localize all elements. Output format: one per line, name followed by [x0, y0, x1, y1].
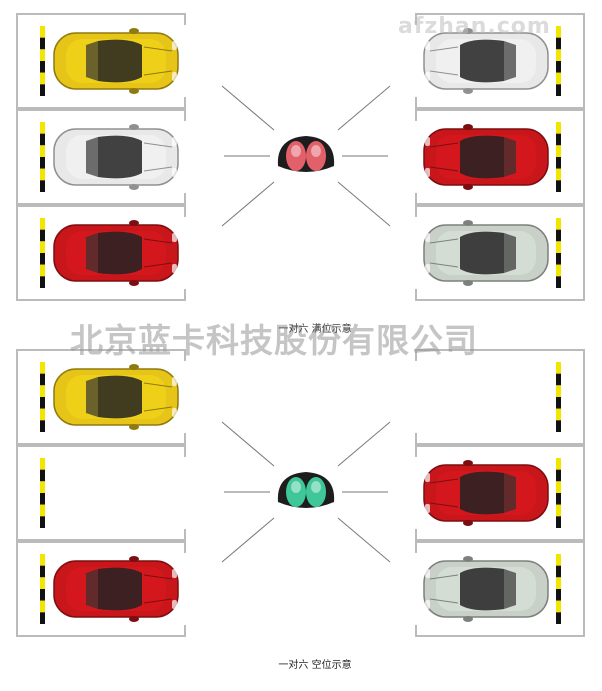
occupied-left-car-3	[53, 220, 179, 286]
vacant-right-pole-3	[556, 554, 561, 566]
vacant-left-pole-2	[40, 458, 45, 470]
occupied-left-stall-2	[16, 109, 186, 205]
occupied-right-pole-1	[556, 26, 561, 38]
occupied-ray-5	[221, 181, 275, 227]
vacant-ray-2	[337, 421, 391, 467]
vacant-right-stall-1	[415, 349, 585, 445]
vacant-ray-5	[221, 517, 275, 563]
occupied-ray-1	[221, 85, 275, 131]
vacant-right-pole-1	[556, 362, 561, 374]
occupied-right-car-2	[423, 124, 549, 190]
vacant-left-stall-3	[16, 541, 186, 637]
occupied-right-stall-3	[415, 205, 585, 301]
occupied-right-car-3	[423, 220, 549, 286]
watermark-company: 北京蓝卡科技股份有限公司	[70, 321, 478, 360]
occupied-left-pole-1	[40, 26, 45, 38]
watermark-site: afzhan.com	[398, 14, 551, 39]
occupied-left-car-1	[53, 28, 179, 94]
occupied-left-car-2	[53, 124, 179, 190]
occupied-right-car-1	[423, 28, 549, 94]
vacant-left-stall-2	[16, 445, 186, 541]
occupied-ray-6	[337, 181, 391, 227]
occupied-right-stall-2	[415, 109, 585, 205]
caption-vacant: 一对六 空位示意	[278, 660, 352, 671]
occupied-right-pole-3	[556, 218, 561, 230]
occupied-right-pole-2	[556, 122, 561, 134]
vacant-right-stall-3	[415, 541, 585, 637]
vacant-indicator-light	[277, 472, 335, 508]
occupied-ray-2	[337, 85, 391, 131]
vacant-left-pole-1	[40, 362, 45, 374]
vacant-left-car-3	[53, 556, 179, 622]
vacant-ray-6	[337, 517, 391, 563]
occupied-indicator-light	[277, 136, 335, 172]
vacant-left-car-1	[53, 364, 179, 430]
occupied-left-stall-1	[16, 13, 186, 109]
occupied-left-pole-2	[40, 122, 45, 134]
vacant-right-car-3	[423, 556, 549, 622]
occupied-left-pole-3	[40, 218, 45, 230]
vacant-left-stall-1	[16, 349, 186, 445]
vacant-right-pole-2	[556, 458, 561, 470]
vacant-left-pole-3	[40, 554, 45, 566]
occupied-left-stall-3	[16, 205, 186, 301]
vacant-right-stall-2	[415, 445, 585, 541]
occupied-right-stall-1	[415, 13, 585, 109]
vacant-ray-1	[221, 421, 275, 467]
vacant-right-car-2	[423, 460, 549, 526]
caption-occupied: 一对六 满位示意	[278, 324, 352, 335]
